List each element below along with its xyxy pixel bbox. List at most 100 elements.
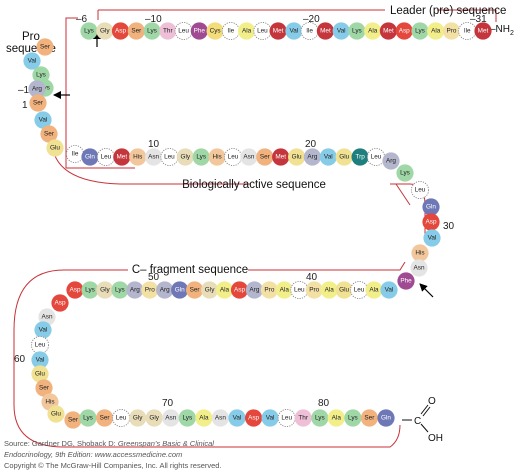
residue-active-row-14 (288, 148, 306, 166)
residue-label-active-turn-5: Asp (425, 219, 436, 226)
carbonyl-bond-a (420, 404, 429, 415)
residue-active-turn-6 (423, 229, 441, 247)
residue-leader-row-8 (190, 22, 208, 40)
residue-cfrag-row-12 (230, 281, 249, 299)
residue-leader-row-3 (111, 22, 130, 40)
residue-label-active-row-4: His (133, 154, 142, 161)
residue-cfrag-row-22 (380, 281, 398, 299)
residue-leader-row-5 (143, 22, 161, 40)
residue-label-active-col-2: Val (39, 117, 48, 124)
residue-label-pro-col-5: Arg (32, 86, 42, 93)
residue-leader-row-20 (379, 22, 397, 40)
residue-label-leader-row-10: Ile (227, 28, 234, 35)
source-edition: Endocrinology, 9th Edition: www.accessme… (4, 450, 182, 459)
residue-cfrag-row-1 (66, 281, 84, 299)
residue-label-pro-col-3: Lys (36, 72, 46, 79)
residue-active-col-4 (46, 139, 64, 157)
residue-label-leader-row-15: Ile (306, 28, 313, 35)
residue-label-cfrag-row-11: Ala (220, 287, 230, 294)
residue-label-cfrag-row-9: Ser (190, 287, 201, 294)
residue-label-active-row-17: Glu (339, 154, 349, 161)
residue-label-cfrag-row-16: Leu (294, 287, 305, 294)
residue-cfrag-row-9 (186, 281, 204, 299)
residue-active-turn-4 (422, 198, 440, 216)
position-1: 1 (22, 100, 28, 111)
position-minus6: –6 (76, 14, 88, 25)
residue-cfrag-row-4 (111, 281, 129, 299)
residue-label-left-col-4: Leu (35, 342, 46, 349)
residue-label-cfrag-row-3: Gly (100, 287, 110, 294)
residue-label-active-row-3: Met (116, 154, 127, 161)
residue-label-cfrag-row-17: Pro (309, 287, 319, 294)
residue-label-active-row-11: Asn (243, 154, 254, 161)
residue-leader-row-23 (427, 22, 445, 40)
residue-active-col-3 (40, 125, 58, 143)
residue-label-active-col-4: Glu (50, 145, 60, 152)
residue-leader-row-16 (316, 22, 334, 40)
position-minus10: –10 (145, 14, 162, 25)
residue-label-bottom-row-2: Ser (100, 415, 111, 422)
leader-bracket (97, 9, 497, 22)
residue-active-turn-1 (382, 152, 400, 170)
amino-terminus-label: –NH2 (490, 24, 514, 37)
residue-left-col-6 (31, 365, 49, 383)
residue-label-bottom-row-19: Gln (381, 415, 391, 422)
residue-leader-row-6 (159, 22, 177, 40)
residue-label-active-row-6: Leu (164, 154, 175, 161)
residue-leader-row-17 (332, 22, 350, 40)
residue-label-leader-row-11: Ala (242, 28, 252, 35)
residue-left-col-1 (51, 294, 69, 312)
residue-active-row-17 (335, 148, 353, 166)
residue-label-active-col-3: Ser (44, 131, 55, 138)
position-60: 60 (14, 354, 26, 365)
pro-bracket (65, 17, 135, 169)
pro-sequence-label-line1: Pro (22, 31, 40, 43)
residue-label-bottom-row-7: Lys (182, 415, 192, 422)
position-30: 30 (443, 221, 455, 232)
residue-active-row-16 (319, 148, 337, 166)
residue-label-cfrag-row-22: Val (385, 287, 394, 294)
residue-pro-col-5 (28, 80, 46, 98)
residue-label-leader-row-6: Thr (163, 28, 173, 35)
residue-label-cfrag-row-6: Pro (145, 287, 155, 294)
residue-cfrag-row-5 (126, 281, 144, 299)
position-40: 40 (306, 272, 318, 283)
residue-label-leader-row-8: Phe (194, 28, 206, 35)
residue-label-bottom-row-15: Lys (315, 415, 325, 422)
residue-active-row-18 (351, 148, 369, 166)
residue-leader-row-1 (80, 22, 98, 40)
residue-label-bottom-row-13: Leu (281, 415, 292, 422)
residue-label-leader-row-26: Met (478, 28, 489, 35)
residue-label-pro-col-1: Ser (40, 44, 51, 51)
residue-bottom-row-16 (327, 409, 345, 427)
residue-cfrag-row-21 (365, 281, 383, 299)
residue-label-leader-row-13: Met (273, 28, 284, 35)
residue-leader-row-2 (96, 22, 114, 40)
residue-bottom-row-19 (377, 409, 395, 427)
residue-label-cfrag-turn-1: His (415, 250, 424, 257)
residue-active-row-13 (272, 148, 290, 166)
residue-active-turn-3 (410, 180, 430, 200)
residue-label-active-col-5: Ile (72, 151, 79, 158)
residue-label-left-col-2: Asn (41, 314, 52, 321)
residue-active-turn-5 (422, 213, 440, 231)
residue-bottom-row-8 (195, 409, 213, 427)
residue-label-cfrag-turn-3: Phe (400, 278, 412, 285)
residue-active-row-7 (176, 148, 194, 166)
residue-label-leader-row-9: Cys (210, 28, 221, 35)
residue-bottom-row-17 (344, 409, 362, 427)
leader-sequence-label: Leader (pre) sequence (390, 5, 506, 17)
residue-label-left-col-1: Asp (54, 300, 65, 307)
residue-bottom-row-4 (129, 409, 147, 427)
residue-label-cfrag-row-8: Gln (175, 287, 185, 294)
residue-label-cfrag-row-21: Ala (369, 287, 379, 294)
residue-cfrag-turn-3 (397, 272, 415, 290)
cleavage-arrow-cfrag (419, 283, 434, 298)
carboxyl-oxygen: O (428, 396, 436, 407)
residue-label-cfrag-row-14: Pro (264, 287, 274, 294)
residue-label-active-row-5: Asn (148, 154, 159, 161)
residue-leader-row-26 (474, 22, 492, 40)
residue-label-cfrag-row-18: Ala (325, 287, 335, 294)
residue-label-cfrag-row-15: Ala (280, 287, 290, 294)
residue-bottom-row-18 (360, 409, 378, 427)
